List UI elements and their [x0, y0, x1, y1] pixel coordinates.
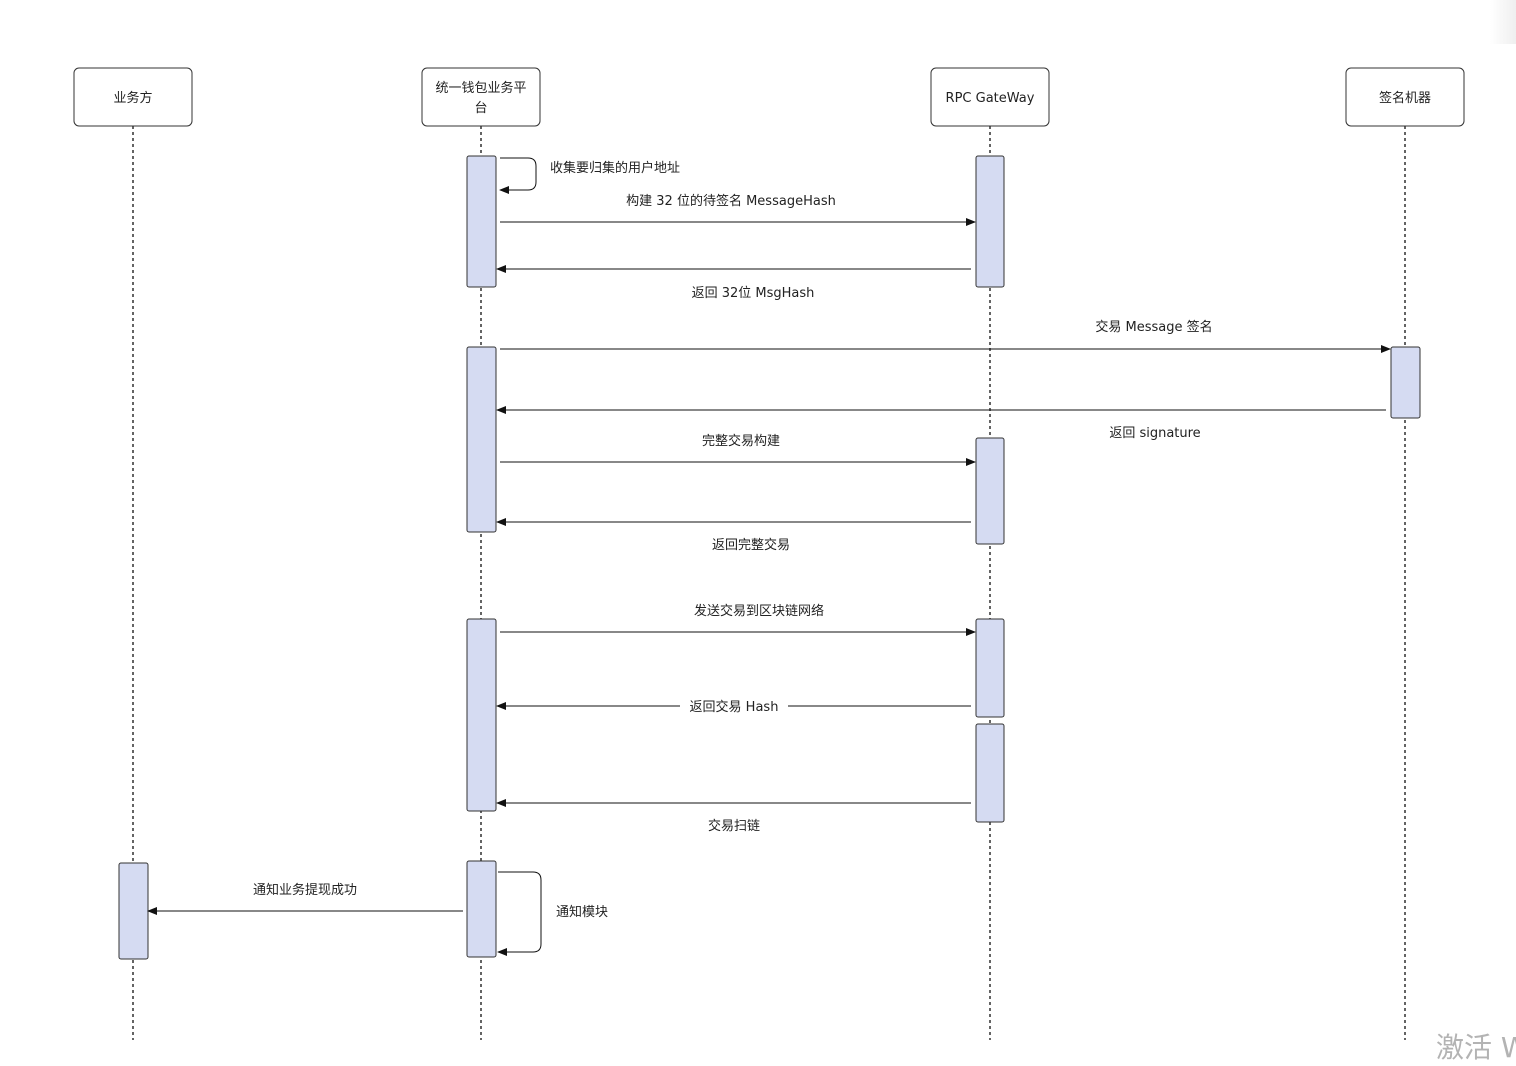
activation-wallet-4 — [466, 860, 497, 958]
message-m1-arrow — [499, 157, 537, 194]
activation-rpc-4 — [975, 723, 1005, 823]
activation-signer-1 — [1390, 346, 1421, 419]
message-m3-label: 返回 32位 MsgHash — [692, 286, 815, 301]
participant-biz-label: 业务方 — [113, 90, 152, 106]
activation-wallet-3 — [466, 618, 497, 812]
participant-wallet[interactable]: 统一钱包业务平台 — [421, 67, 541, 127]
activation-wallet-1 — [466, 155, 497, 288]
message-m6-label: 完整交易构建 — [702, 433, 780, 449]
message-m8-label: 发送交易到区块链网络 — [694, 603, 824, 619]
activation-rpc-3 — [975, 618, 1005, 718]
message-m1-label: 收集要归集的用户地址 — [550, 160, 680, 176]
message-m9-label-bg — [680, 696, 788, 716]
activation-watermark: 激活 W — [1436, 1031, 1516, 1064]
activation-wallet-2 — [466, 346, 497, 533]
message-m11-label: 通知业务提现成功 — [253, 882, 357, 898]
activation-rpc-1 — [975, 155, 1005, 288]
corner-fade — [1490, 0, 1516, 44]
message-m5-label: 返回 signature — [1109, 426, 1200, 441]
message-m7-label: 返回完整交易 — [712, 537, 790, 553]
message-m10-label: 交易扫链 — [708, 818, 760, 834]
activation-biz-1 — [118, 862, 149, 960]
message-m9-label: 返回交易 Hash — [690, 699, 779, 715]
participant-biz[interactable]: 业务方 — [73, 67, 193, 127]
message-m12-label: 通知模块 — [556, 904, 608, 920]
participant-signer[interactable]: 签名机器 — [1345, 67, 1465, 127]
participant-rpc-label: RPC GateWay — [946, 91, 1035, 106]
message-m4-label: 交易 Message 签名 — [1095, 319, 1212, 335]
message-m12-arrow — [497, 871, 542, 956]
message-m2-label: 构建 32 位的待签名 MessageHash — [626, 193, 836, 209]
participant-wallet-label: 统一钱包业务平台 — [435, 80, 526, 116]
participant-signer-label: 签名机器 — [1379, 90, 1431, 106]
participant-rpc[interactable]: RPC GateWay — [930, 67, 1050, 127]
activation-rpc-2 — [975, 437, 1005, 545]
